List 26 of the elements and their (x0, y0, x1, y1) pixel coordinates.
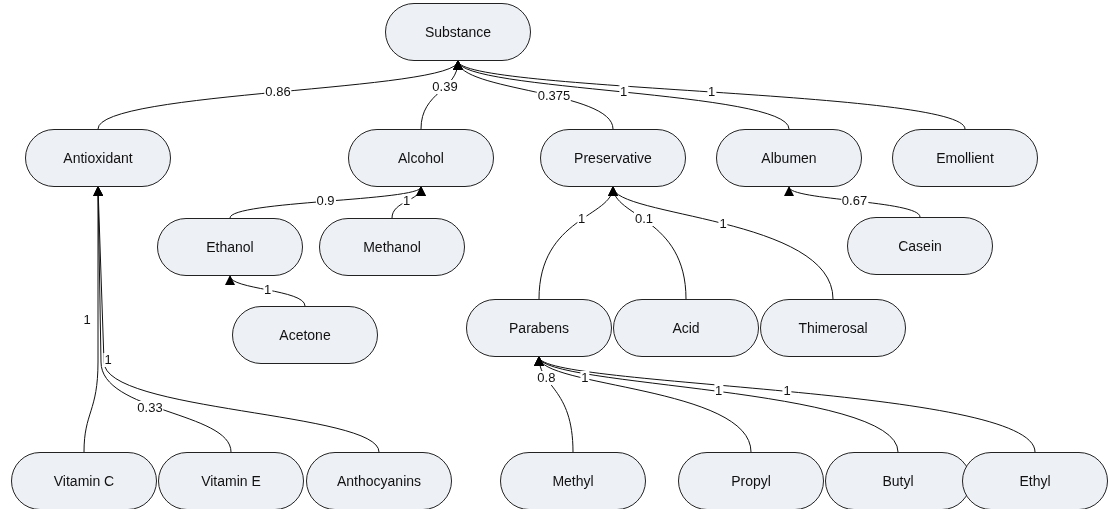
rounded-node: Preservative (540, 129, 686, 187)
rounded-node: Methyl (500, 452, 646, 509)
edge-label: 0.33 (136, 401, 164, 415)
rounded-node: Alcohol (348, 129, 494, 187)
rounded-node: Thimerosal (760, 299, 906, 357)
edge-label: 1 (103, 353, 113, 367)
rounded-node: Vitamin E (158, 452, 304, 509)
rounded-node: Albumen (716, 129, 862, 187)
edge-label: 1 (82, 313, 92, 327)
rounded-node: Anthocyanins (306, 452, 452, 509)
rounded-node: Substance (385, 3, 531, 61)
rounded-node: Parabens (466, 299, 612, 357)
arrow (93, 186, 380, 453)
rounded-node: Ethanol (157, 218, 303, 276)
rounded-node: Propyl (678, 452, 824, 509)
rounded-node: Antioxidant (25, 129, 171, 187)
rounded-node: Acetone (232, 306, 378, 364)
rounded-node: Methanol (319, 218, 465, 276)
rounded-node: Vitamin C (11, 452, 157, 509)
arrow (391, 186, 425, 219)
rounded-node: Casein (847, 217, 993, 275)
rounded-node: Emollient (892, 129, 1038, 187)
rounded-node: Ethyl (962, 452, 1108, 509)
rounded-node: Acid (613, 299, 759, 357)
edge-label: 0.86 (264, 85, 292, 99)
edge-label: 0.39 (431, 79, 459, 94)
